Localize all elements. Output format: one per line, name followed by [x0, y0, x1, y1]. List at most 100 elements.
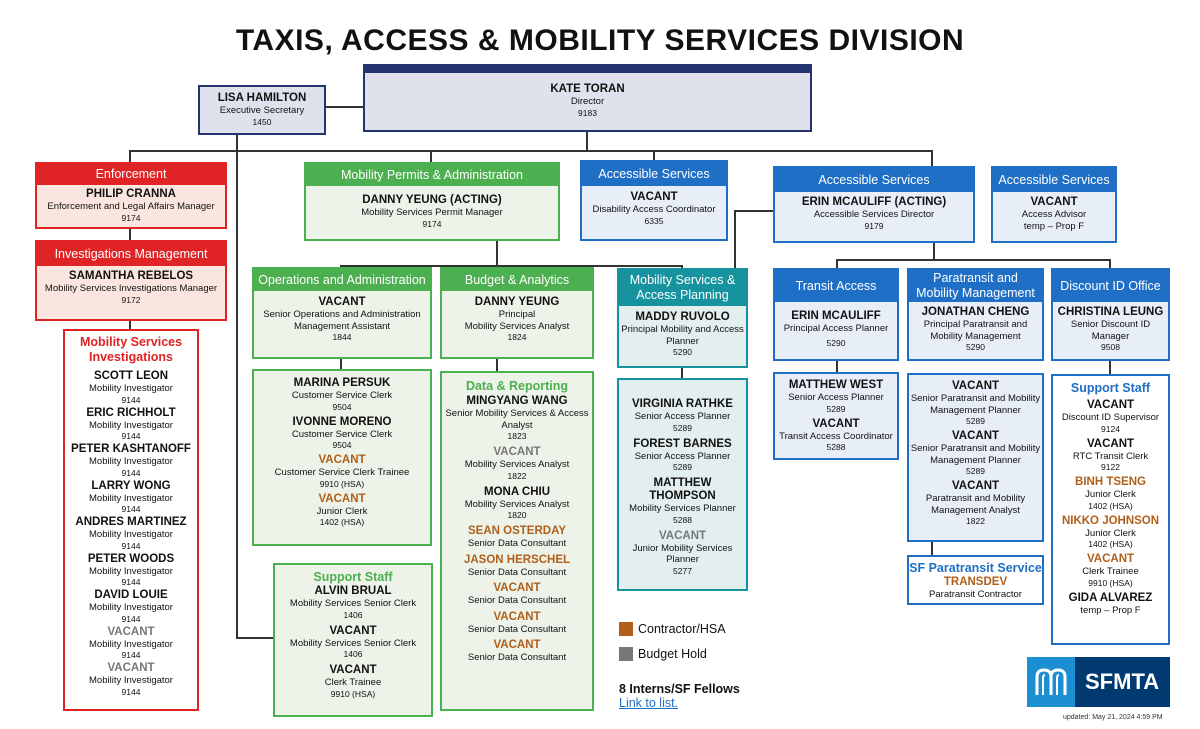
connector-line	[340, 265, 682, 267]
budget-box: Budget & Analytics DANNY YEUNG Principal…	[440, 267, 594, 359]
person-code: 1823	[507, 431, 527, 441]
connector-line	[836, 360, 838, 372]
enforcement-code: 9174	[121, 212, 141, 223]
planning-name: MADDY RUVOLO	[635, 311, 730, 323]
permits-name: DANNY YEUNG (ACTING)	[362, 194, 502, 206]
sf-paratransit-title: Paratransit Contractor	[929, 589, 1022, 600]
person-title: Mobility Services Analyst	[464, 498, 570, 510]
person-name: DAVID LOUIE	[94, 589, 168, 601]
person-title: Mobility Investigator	[89, 492, 173, 504]
investigations-code: 9172	[121, 294, 141, 305]
connector-line	[1109, 259, 1111, 268]
access-advisor-title: Access Advisor	[1021, 209, 1087, 220]
legend-budget-hold-label: Budget Hold	[638, 647, 707, 661]
access-advisor-header: Accessible Services	[993, 168, 1115, 192]
person-name: VACANT	[493, 639, 541, 651]
access-coordinator-header: Accessible Services	[582, 162, 726, 186]
person-code: 9910 (HSA)	[1088, 577, 1133, 588]
person-code: 5288	[826, 442, 846, 452]
person-name: VACANT	[951, 380, 1000, 392]
person-name: FOREST BARNES	[633, 437, 732, 450]
person-name: PETER WOODS	[87, 552, 175, 565]
person-title: Mobility Services Senior Clerk	[289, 637, 417, 649]
person-title: Senior Paratransit and Mobility Manageme…	[910, 443, 1041, 466]
discount-header: Discount ID Office	[1053, 270, 1168, 302]
access-coordinator-box: Accessible Services VACANT Disability Ac…	[580, 160, 728, 241]
person-name: VACANT	[493, 446, 541, 458]
person-name: VACANT	[493, 582, 541, 594]
person-title: Mobility Services Analyst	[464, 459, 570, 470]
connector-line	[129, 150, 933, 152]
person-name: MATTHEW THOMPSON	[649, 477, 716, 502]
access-advisor-name: VACANT	[1030, 196, 1078, 208]
person-title: Senior Data Consultant	[467, 538, 567, 549]
sfmta-logo-text: SFMTA	[1085, 669, 1160, 694]
person-code: 9144	[121, 394, 141, 405]
transit-box: Transit Access ERIN MCAULIFF Principal A…	[773, 268, 899, 361]
connector-line	[129, 320, 131, 329]
budget-header: Budget & Analytics	[442, 269, 592, 291]
transit-header: Transit Access	[775, 270, 897, 302]
transit-name: ERIN MCAULIFF	[791, 310, 881, 322]
person-title: Junior Clerk	[1085, 489, 1136, 500]
interns-link[interactable]: Link to list.	[619, 696, 679, 710]
person-name: VACANT	[951, 430, 1000, 442]
person-name: VACANT	[329, 624, 377, 637]
data-reporting-header: Data & Reporting	[465, 379, 569, 393]
sfmta-logo-icon	[1027, 657, 1075, 707]
person-title: Senior Data Consultant	[467, 595, 567, 606]
person-title: RTC Transit Clerk	[1072, 450, 1149, 462]
person-title: Mobility Services Senior Clerk	[289, 598, 417, 609]
person-name: ERIC RICHHOLT	[86, 406, 176, 419]
connector-line	[236, 637, 274, 639]
person-code: 9504	[332, 440, 352, 450]
person-name: VACANT	[329, 664, 377, 676]
person-title: Junior Clerk	[1085, 527, 1136, 539]
discount-name: CHRISTINA LEUNG	[1057, 306, 1164, 318]
person-title: Junior Clerk	[316, 505, 368, 517]
person-title: Customer Service Clerk Trainee	[274, 467, 410, 478]
person-name: MARINA PERSUK	[293, 377, 391, 389]
planning-header: Mobility Services & Access Planning	[619, 270, 746, 306]
access-advisor-code: temp – Prop F	[1023, 220, 1085, 232]
person-code: 9504	[332, 401, 352, 412]
legend-budget-hold: Budget Hold	[619, 647, 707, 661]
person-name: MATTHEW WEST	[788, 379, 884, 391]
connector-line	[653, 150, 655, 162]
person-name: GIDA ALVAREZ	[1068, 591, 1153, 604]
connector-line	[734, 210, 736, 270]
connector-line	[734, 210, 774, 212]
permits-box: Mobility Permits & Administration DANNY …	[304, 162, 560, 241]
ops-box: Operations and Administration VACANT Sen…	[252, 267, 432, 359]
person-name: VACANT	[1086, 399, 1135, 411]
interns-label: 8 Interns/SF Fellows	[619, 682, 740, 696]
discount-code: 9508	[1101, 342, 1120, 352]
connector-line	[326, 106, 364, 108]
director-box: KATE TORAN Director 9183	[363, 64, 812, 132]
person-code: 5289	[966, 416, 985, 426]
budget-title: Principal Mobility Services Analyst	[464, 309, 570, 332]
ops-name: VACANT	[318, 296, 366, 308]
secretary-title: Executive Secretary	[219, 105, 305, 116]
permits-code: 9174	[422, 218, 442, 229]
person-name: IVONNE MORENO	[292, 415, 392, 428]
person-code: 9910 (HSA)	[319, 478, 365, 489]
person-title: Senior Access Planner	[634, 411, 731, 422]
person-code: 1406	[343, 649, 363, 659]
